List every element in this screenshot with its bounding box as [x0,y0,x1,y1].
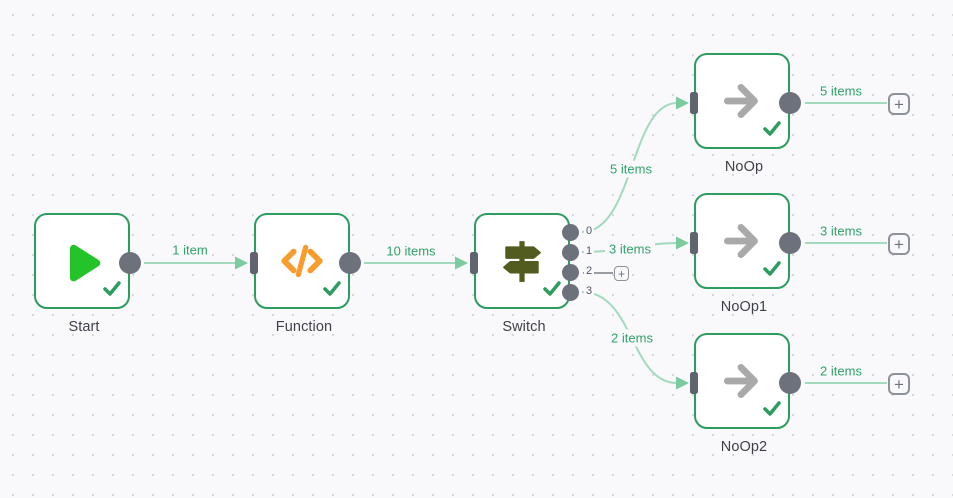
connection-label: 3 items [605,240,655,258]
connection-label: 2 items [816,362,866,380]
node-noop1[interactable]: NoOp1 [690,193,801,315]
node-noop[interactable]: NoOp [690,53,801,175]
success-checkmark-icon [322,278,342,303]
input-endpoint[interactable] [690,372,698,394]
plus-icon: + [894,234,904,254]
plus-icon: + [894,374,904,394]
play-icon [36,215,128,307]
switch-port-1-label: 1 [584,245,595,258]
plus-icon: + [894,94,904,114]
arrowhead-icon [676,96,689,110]
add-node-button-after-noop1[interactable]: + [888,233,910,255]
switch-port-2-label: 2 [584,265,595,278]
code-brackets-icon [256,215,348,307]
connection-label: 3 items [816,222,866,240]
output-endpoint[interactable] [779,372,801,394]
signpost-icon [476,215,568,307]
arrowhead-icon [676,376,689,390]
plus-icon: + [617,266,625,281]
connection-label: 10 items [382,242,440,260]
add-node-button-switch-output-2[interactable]: + [614,266,629,281]
output-endpoint[interactable] [779,232,801,254]
add-node-button-after-noop2[interactable]: + [888,373,910,395]
node-label: NoOp [724,159,764,175]
node-noop2[interactable]: NoOp2 [690,333,801,455]
input-endpoint[interactable] [250,252,258,274]
success-checkmark-icon [762,398,782,423]
input-endpoint[interactable] [690,92,698,114]
node-label: NoOp1 [720,299,768,315]
output-endpoint-0[interactable] [561,223,579,241]
connection-label: 1 item [168,241,212,259]
node-start[interactable]: Start [34,213,141,335]
node-function[interactable]: Function [250,213,361,335]
arrow-right-icon [696,195,788,287]
node-switch[interactable]: Switch [470,213,579,335]
node-label: Function [275,319,333,335]
arrow-right-icon [696,335,788,427]
success-checkmark-icon [542,278,562,303]
node-label: NoOp2 [720,439,768,455]
output-endpoint-2[interactable] [561,263,579,281]
node-label: Switch [502,319,546,335]
input-endpoint[interactable] [470,252,478,274]
connection-label: 2 items [607,329,657,347]
arrowhead-icon [676,236,689,250]
output-endpoint[interactable] [779,92,801,114]
arrowhead-icon [235,256,248,270]
arrow-right-icon [696,55,788,147]
switch-port-0-label: 0 [584,225,595,238]
success-checkmark-icon [102,278,122,303]
output-endpoint[interactable] [339,252,361,274]
success-checkmark-icon [762,118,782,143]
switch-port-3-label: 3 [584,285,595,298]
success-checkmark-icon [762,258,782,283]
input-endpoint[interactable] [690,232,698,254]
connection-label: 5 items [816,82,866,100]
node-label: Start [68,319,100,335]
arrowhead-icon [455,256,468,270]
add-node-button-after-noop[interactable]: + [888,93,910,115]
output-endpoint-1[interactable] [561,243,579,261]
output-endpoint[interactable] [119,252,141,274]
output-endpoint-3[interactable] [561,283,579,301]
connection-label: 5 items [606,160,656,178]
